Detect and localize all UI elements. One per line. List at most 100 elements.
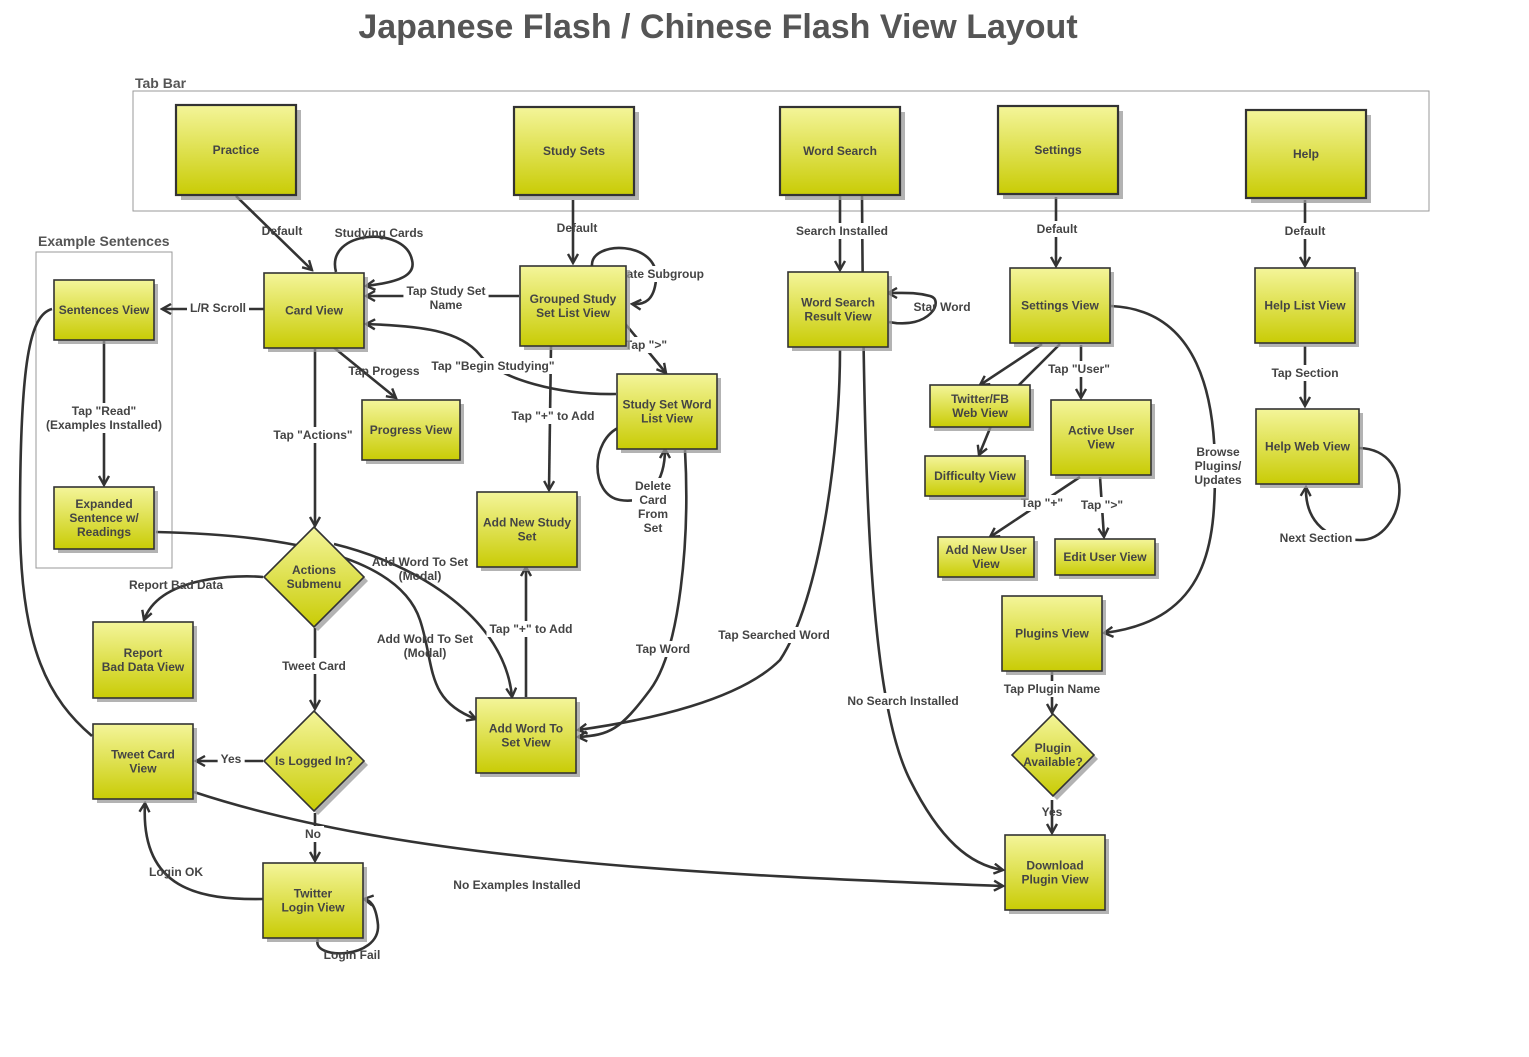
node-edit-user-box xyxy=(1054,538,1156,576)
node-expanded-sentence-box xyxy=(53,486,155,550)
edge-label-default-settings: Default xyxy=(1033,221,1081,237)
edge-label-tap-read: Tap "Read"(Examples Installed) xyxy=(42,403,166,433)
node-add-new-user-label-line-0: Add New User xyxy=(945,543,1027,557)
node-plugin-available-label-line-0: Plugin xyxy=(1035,741,1072,755)
node-study-set-word-label-line-1: List View xyxy=(641,412,693,426)
edge-label-next-section-line-0: Next Section xyxy=(1280,531,1353,545)
edge-label-tap-plus-add-2-background xyxy=(486,621,576,637)
edge-settings-to-twitter-fb xyxy=(980,342,1043,385)
edge-label-tweet-card-background xyxy=(279,658,349,674)
edge-label-tap-begin-studying-background xyxy=(428,358,558,374)
edge-label-tap-gt-line-0: Tap ">" xyxy=(625,338,667,352)
node-plugin-available-box xyxy=(1010,712,1096,798)
edge-label-yes-plugin: Yes xyxy=(1042,805,1063,819)
edge-label-no-examples: No Examples Installed xyxy=(453,878,580,892)
node-sentences-view-label-line-0: Sentences View xyxy=(59,303,150,317)
edge-label-no-search-installed: No Search Installed xyxy=(844,693,962,709)
node-expanded-sentence-label-line-1: Sentence w/ xyxy=(69,511,139,525)
edge-tap-progess xyxy=(331,344,396,398)
edge-label-tweet-card-line-0: Tweet Card xyxy=(282,659,346,673)
node-difficulty-box xyxy=(924,455,1026,497)
edge-label-star-word: Star Word xyxy=(913,300,970,314)
edge-label-tweet-card: Tweet Card xyxy=(279,658,349,674)
edge-star-word xyxy=(888,293,937,325)
node-help-web-box xyxy=(1255,408,1360,485)
node-active-user-label-line-1: View xyxy=(1087,438,1115,452)
node-add-new-study-set-label-line-1: Set xyxy=(518,530,537,544)
node-expanded-sentence-label-line-2: Readings xyxy=(77,525,131,539)
node-settings-view-label-line-0: Settings View xyxy=(1021,299,1099,313)
node-sentences-view-box xyxy=(53,279,155,341)
node-sentences-view: Sentences View xyxy=(53,279,158,344)
node-word-search-result-label-line-0: Word Search xyxy=(801,296,875,310)
node-word-search-box xyxy=(778,105,902,197)
node-progress-view: Progress View xyxy=(361,399,464,464)
edge-label-tap-plugin-name: Tap Plugin Name xyxy=(1000,681,1104,697)
edge-label-tap-read-line-0: Tap "Read" xyxy=(72,404,137,418)
node-download-plugin-box xyxy=(1004,834,1106,911)
edge-report-bad-data xyxy=(144,575,264,620)
edge-label-default-help-background xyxy=(1281,223,1329,239)
node-card-view-box xyxy=(263,272,365,349)
edge-label-tap-user: Tap "User" xyxy=(1045,361,1113,377)
node-settings-view-box xyxy=(1009,267,1111,344)
node-study-sets-box xyxy=(512,105,636,197)
node-card-view-label-line-0: Card View xyxy=(285,304,343,318)
edge-add-word-modal-2 xyxy=(155,530,476,719)
edge-label-tap-plus-add-1-background xyxy=(508,408,598,424)
node-download-plugin-label-line-0: Download xyxy=(1026,859,1083,873)
node-add-word-to-set-label-line-0: Add Word To xyxy=(489,722,563,736)
example-sentences-label: Example Sentences xyxy=(38,233,170,249)
edge-label-tap-plus-user-line-0: Tap "+" xyxy=(1021,496,1063,510)
node-difficulty-label-line-0: Difficulty View xyxy=(934,469,1016,483)
edge-login-fail xyxy=(316,899,380,955)
edge-label-tap-plus-add-1: Tap "+" to Add xyxy=(508,408,598,424)
edge-label-tap-plus-user: Tap "+" xyxy=(1017,495,1067,511)
edge-label-default-help: Default xyxy=(1281,223,1329,239)
node-expanded-sentence-label-line-0: Expanded xyxy=(75,497,132,511)
edge-label-browse-plugins-background xyxy=(1191,444,1245,488)
edge-label-tap-study-set-name-background xyxy=(403,283,489,313)
edge-label-lr-scroll-background xyxy=(186,300,250,316)
node-plugins-view: Plugins View xyxy=(1001,595,1106,675)
edge-tweet-from-sentences xyxy=(18,307,93,737)
edge-label-tap-plus-user-background xyxy=(1017,495,1067,511)
node-report-bad-data-label-line-1: Bad Data View xyxy=(102,660,185,674)
diagram-title: Japanese Flash / Chinese Flash View Layo… xyxy=(358,8,1077,46)
edge-delete-card xyxy=(596,425,666,502)
node-add-word-to-set-label-line-1: Set View xyxy=(501,736,551,750)
tab-bar-label: Tab Bar xyxy=(135,75,187,91)
node-card-view: Card View xyxy=(263,272,368,352)
edge-label-lr-scroll: L/R Scroll xyxy=(186,300,250,316)
edge-label-yes-plugin-line-0: Yes xyxy=(1042,805,1063,819)
node-study-sets: Study Sets xyxy=(512,105,639,200)
edge-label-login-fail: Login Fail xyxy=(324,948,381,962)
edge-label-browse-plugins-line-2: Updates xyxy=(1194,473,1242,487)
edge-label-delete-card-line-1: Card xyxy=(639,493,666,507)
edge-label-search-installed-line-0: Search Installed xyxy=(796,224,888,238)
node-study-set-word-box xyxy=(616,373,718,450)
edge-label-tap-word-background xyxy=(632,641,694,657)
edge-label-tap-searched-word-line-0: Tap Searched Word xyxy=(718,628,830,642)
edge-label-search-installed-background xyxy=(792,223,892,239)
edge-studying-cards-loop xyxy=(333,235,414,286)
edge-label-studying-cards-line-0: Studying Cards xyxy=(335,226,424,240)
edge-begin-studying xyxy=(366,324,617,396)
edge-label-no-search-installed-line-0: No Search Installed xyxy=(847,694,958,708)
edge-label-tap-word: Tap Word xyxy=(632,641,694,657)
edge-label-search-installed: Search Installed xyxy=(792,223,892,239)
node-edit-user: Edit User View xyxy=(1054,538,1159,579)
edge-label-studying-cards: Studying Cards xyxy=(335,226,424,240)
edge-label-tap-plugin-name-background xyxy=(1000,681,1104,697)
edge-label-tap-gt: Tap ">" xyxy=(621,337,671,353)
node-help: Help xyxy=(1244,108,1371,203)
node-active-user-box xyxy=(1050,399,1152,476)
